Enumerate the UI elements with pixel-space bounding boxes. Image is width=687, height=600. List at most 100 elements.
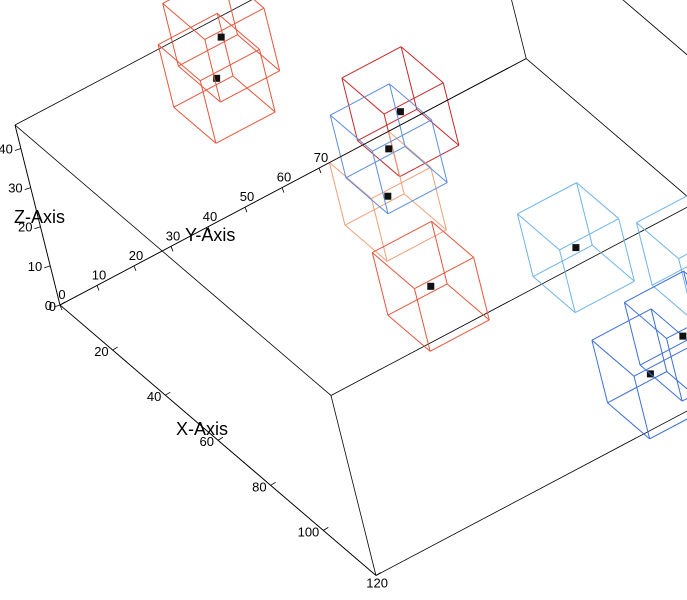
marker-edge (258, 49, 276, 113)
marker-edge (345, 177, 389, 215)
y-tick-label: 30 (166, 228, 180, 243)
y-tick-label: 20 (129, 248, 143, 263)
y-tick (207, 226, 211, 232)
x-tick (217, 436, 224, 441)
marker-edge (431, 119, 448, 183)
marker-edge (666, 327, 687, 339)
marker-edge (576, 182, 593, 246)
y-tick-label: 60 (277, 170, 291, 185)
marker-edge (400, 46, 444, 84)
box-edge (14, 124, 332, 396)
marker-edge (162, 3, 206, 40)
marker-edge (204, 39, 221, 103)
data-point-center (572, 244, 580, 252)
marker-edge (624, 302, 667, 339)
z-tick-label: 20 (18, 220, 32, 235)
marker-edge (678, 258, 687, 295)
marker-edge (253, 0, 265, 9)
marker-edge (633, 347, 687, 377)
z-tick-label: 10 (28, 259, 42, 274)
marker-edge (371, 252, 389, 316)
box-edge (14, 0, 253, 126)
marker-edge (329, 114, 373, 152)
marker-edge (413, 288, 431, 352)
marker-edge (162, 0, 171, 4)
marker-edge (624, 270, 684, 303)
data-point (623, 270, 687, 402)
x-tick-label: 0 (49, 299, 56, 314)
marker-edge (370, 198, 388, 262)
y-axis-title: Y-Axis (185, 225, 235, 245)
y-tick-label: 70 (314, 150, 328, 165)
box-edge (622, 0, 687, 56)
y-tick (244, 207, 248, 213)
marker-edge (215, 111, 276, 144)
marker-edge (431, 221, 448, 285)
z-axis-title: Z-Axis (14, 207, 65, 227)
x-tick (112, 346, 118, 351)
marker-edge (429, 319, 490, 352)
y-tick-label: 50 (240, 189, 254, 204)
marker-edge (559, 218, 619, 251)
marker-edge (559, 249, 576, 313)
marker-edge (232, 75, 276, 113)
marker-edge (639, 364, 683, 402)
marker-edge (157, 44, 175, 108)
marker-edge (430, 167, 447, 231)
marker-edge (200, 48, 260, 82)
marker-edge (329, 162, 372, 199)
x-tick (165, 391, 171, 396)
marker-edge (636, 222, 679, 260)
y-tick (281, 187, 285, 193)
marker-edge (220, 70, 280, 103)
data-point (371, 220, 490, 352)
data-point (635, 195, 687, 316)
box-edge (511, 0, 527, 59)
marker-edge (341, 77, 385, 115)
marker-edge (649, 418, 687, 440)
x-axis-title: X-Axis (176, 419, 228, 439)
marker-edge (516, 213, 534, 277)
marker-edge (651, 284, 687, 316)
data-point (157, 12, 276, 144)
data-point (591, 308, 687, 440)
data-point (162, 0, 281, 103)
data-point-center (679, 332, 687, 340)
marker-edge (400, 46, 418, 110)
marker-edge (341, 77, 359, 141)
marker-edge (204, 7, 265, 40)
marker-edge (618, 218, 635, 282)
data-point-center (213, 74, 221, 82)
x-tick (375, 572, 382, 576)
marker-edge (199, 80, 217, 144)
x-tick (59, 301, 66, 306)
z-tick (53, 304, 61, 308)
marker-edge (173, 106, 217, 144)
marker-edge (328, 162, 346, 226)
x-tick-label: 100 (298, 524, 320, 539)
box-edge (525, 58, 687, 197)
x-tick (270, 481, 276, 486)
x-tick-label: 40 (147, 389, 161, 404)
marker-edge (330, 83, 390, 116)
marker-edge (636, 195, 687, 224)
z-tick (34, 226, 41, 230)
marker-edge (341, 46, 402, 79)
y-tick-label: 10 (92, 267, 106, 282)
box-edge (375, 410, 687, 576)
box-edge (330, 206, 687, 396)
y-tick-label: 40 (203, 209, 217, 224)
marker-edge (157, 12, 218, 46)
marker-edge (633, 376, 651, 439)
marker-edge (389, 83, 432, 121)
marker-edge (607, 402, 650, 440)
data-point-center (217, 33, 225, 41)
marker-edge (162, 3, 179, 67)
z-axis-line (14, 124, 61, 306)
y-tick-label: 0 (58, 287, 65, 302)
marker-edge (329, 115, 347, 178)
marker-edge (372, 220, 432, 254)
marker-edge (591, 244, 635, 282)
z-tick-label: 40 (0, 141, 13, 156)
